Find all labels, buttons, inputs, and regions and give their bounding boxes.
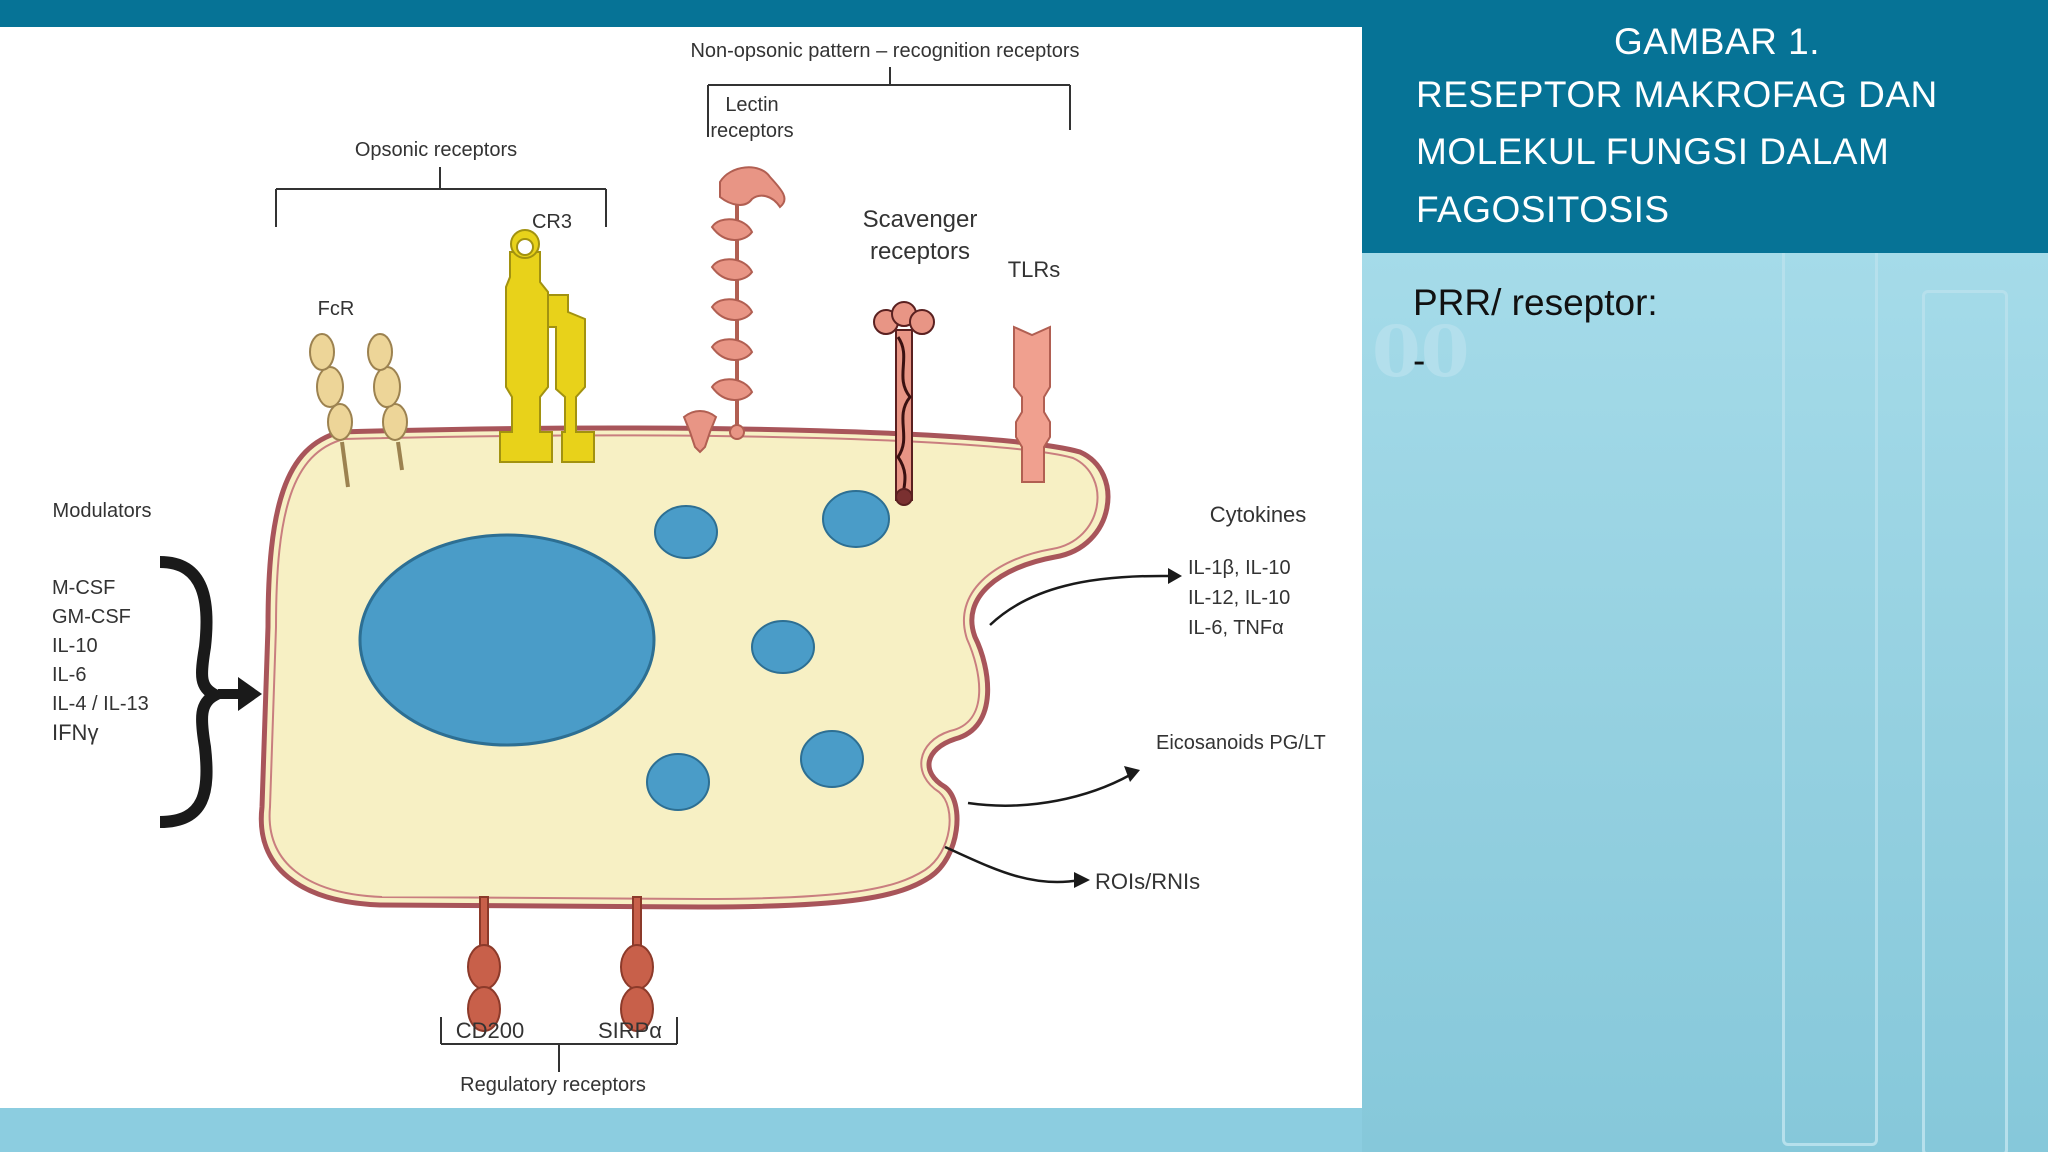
macrophage-diagram: Non-opsonic pattern – recognition recept… [52,40,1326,1096]
lectin-receptor [682,166,786,454]
body-heading: PRR/ reseptor: [1413,282,1658,323]
fcr-receptor [309,333,408,488]
regulatory-bracket [440,1017,678,1072]
body-bullet: - [1413,340,1426,381]
label-modulators: Modulators [53,500,152,522]
title-line-1: GAMBAR 1. [1614,21,1820,62]
tlr-receptor [1013,325,1051,483]
non-opsonic-bracket [707,67,1071,137]
cytokine-item: IL-12, IL-10 [1188,587,1290,609]
label-non-opsonic: Non-opsonic pattern – recognition recept… [690,40,1079,62]
vesicle [822,490,890,548]
modulator-item: IL-6 [52,664,86,686]
modulator-item: IL-10 [52,635,98,657]
cr3-receptor [499,229,595,463]
label-opsonic: Opsonic receptors [355,139,517,161]
title-box: GAMBAR 1. RESEPTOR MAKROFAG DAN MOLEKUL … [1362,21,2048,253]
bottom-bar [0,1108,1362,1152]
label-cr3: CR3 [532,211,572,233]
modulators-brace [159,556,228,828]
label-cd200: CD200 [456,1018,524,1043]
label-lectin-2: receptors [710,120,793,142]
sirp-receptor [620,896,654,1032]
rois-arrow [944,845,1081,884]
background-photo: 00 [1362,250,2048,1152]
deco-tube [1782,250,1878,1146]
vesicle [646,753,710,811]
label-regulatory: Regulatory receptors [460,1074,646,1096]
label-tlrs: TLRs [1008,257,1061,282]
vesicle [654,505,718,559]
label-scavenger-2: receptors [870,238,970,265]
title-line-2: RESEPTOR MAKROFAG DAN [1416,74,1938,115]
opsonic-bracket [275,167,607,227]
cytokines-arrow [989,574,1171,626]
modulator-item: GM-CSF [52,606,131,628]
modulators-arrow-head [238,677,262,711]
label-fcr: FcR [318,298,355,320]
label-scavenger-1: Scavenger [863,206,978,233]
modulator-item: M-CSF [52,577,115,599]
output-arrows [944,574,1171,884]
eicosanoids-arrow [967,773,1131,807]
modulator-item: IL-4 / IL-13 [52,693,149,715]
label-cytokines: Cytokines [1210,502,1307,527]
deco-tube [1922,290,2008,1152]
modulator-item: IFNγ [52,720,98,745]
cytokine-item: IL-6, TNFα [1188,617,1284,639]
title-line-4: FAGOSITOSIS [1416,189,1670,230]
label-eicosanoids: Eicosanoids PG/LT [1156,732,1326,754]
figure-panel: Non-opsonic pattern – recognition recept… [0,27,1362,1108]
label-lectin-1: Lectin [725,94,778,116]
cytokine-item: IL-1β, IL-10 [1188,557,1291,579]
nucleus [358,533,656,747]
cytokines-arrow-head [1168,568,1182,584]
label-rois: ROIs/RNIs [1095,869,1200,894]
vesicle [751,620,815,674]
scavenger-receptor [873,301,935,506]
eicosanoids-arrow-head [1124,766,1140,782]
label-sirp: SIRPα [598,1018,662,1043]
top-bar [0,0,2048,27]
cd200-receptor [467,896,501,1032]
title-line-3: MOLEKUL FUNGSI DALAM [1416,131,1890,172]
rois-arrow-head [1074,872,1090,888]
deco-glassware-text: 00 [1372,310,1470,393]
vesicle [800,730,864,788]
